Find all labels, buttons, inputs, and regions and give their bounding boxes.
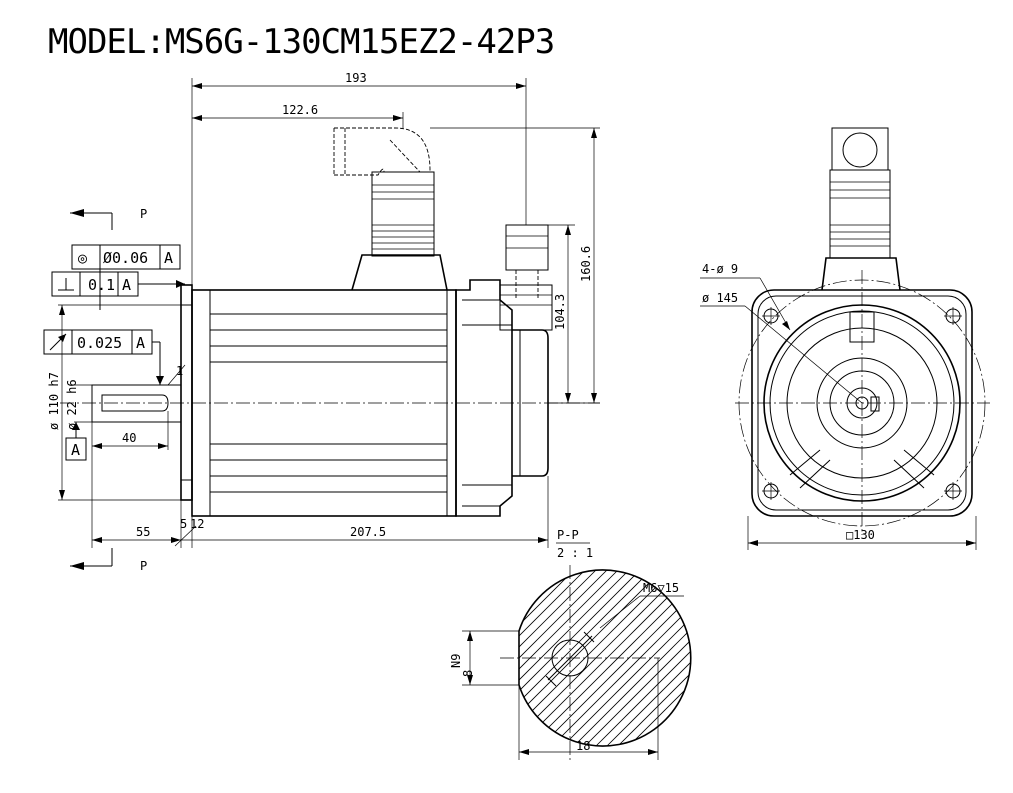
dim-overall-length: 193 [345, 71, 367, 85]
front-view: 4-ø 9 ø 145 □130 [700, 127, 990, 550]
hatch-line [164, 560, 364, 760]
dim-flange-thickness: 12 [190, 517, 204, 531]
power-connector [371, 171, 435, 257]
section-view: P-P 2 : 1 N9 8 18 M6▽15 [120, 528, 914, 760]
section-mark-bottom: P [140, 559, 147, 573]
hatch-line [603, 570, 691, 746]
hatch-line [186, 560, 386, 760]
hatch-line [153, 560, 353, 760]
hatch-line [592, 570, 691, 746]
dim-bolt-holes: 4-ø 9 [702, 262, 738, 276]
section-marks: P P [70, 207, 147, 573]
hatch-line [570, 570, 691, 746]
hatch-line [519, 570, 574, 746]
hatch-line [274, 560, 474, 760]
dim-key-height: 8 [461, 670, 475, 677]
hatch-line [559, 570, 691, 746]
hatch-line [669, 570, 691, 746]
tolerance-frames: ◎ Ø0.06 A 0.1 A 0.025 A A [43, 244, 185, 461]
hatch-line [519, 570, 629, 746]
hatch-line [519, 570, 640, 746]
section-mark-top: P [140, 207, 147, 221]
front-connector-base [821, 257, 901, 291]
hatch-line [537, 570, 691, 746]
dim-section-width: 18 [576, 739, 590, 753]
runout-value: 0.025 [77, 334, 122, 352]
hatch-line [519, 570, 541, 746]
dim-connector-offset: 122.6 [282, 103, 318, 117]
front-connector [829, 169, 891, 259]
flange-plate [180, 284, 193, 501]
hatch-line [307, 560, 507, 760]
hatch-line [142, 560, 342, 760]
hatch-line [230, 560, 430, 760]
dim-flange-offset: 5 [180, 517, 187, 531]
hatch-line [519, 570, 662, 746]
connector-elbow [334, 127, 431, 172]
dim-key-length: 40 [122, 431, 136, 445]
power-connector-base [351, 254, 448, 291]
concentricity-datum: A [164, 249, 173, 267]
hatch-line [519, 570, 596, 746]
hatch-line [131, 560, 331, 760]
hatch-line [714, 560, 914, 760]
hatch-line [252, 560, 452, 760]
concentricity-symbol: ◎ [78, 249, 87, 267]
model-title: MODEL:MS6G-130CM15EZ2-42P3 [48, 22, 555, 62]
hatch-line [219, 560, 419, 760]
hatch-line [519, 570, 585, 746]
runout-datum: A [136, 334, 145, 352]
hatch-line [548, 570, 691, 746]
hatch-line [197, 560, 397, 760]
hatch-line [263, 560, 463, 760]
shaft-key [101, 394, 169, 412]
hatch-line [614, 570, 691, 746]
section-title: P-P [557, 528, 579, 542]
section-scale: 2 : 1 [557, 546, 593, 560]
dim-bolt-circle: ø 145 [702, 291, 738, 305]
dim-height-power: 104.3 [553, 294, 567, 330]
hatch-line [692, 560, 892, 760]
dim-shaft-diameter: ø 22 h6 [65, 379, 79, 430]
hatch-line [208, 560, 408, 760]
hatch-line [519, 570, 530, 746]
side-view [60, 127, 600, 517]
hatch-line [526, 570, 691, 746]
hatch-line [519, 570, 618, 746]
hatch-line [318, 560, 518, 760]
dim-flange-square: □130 [846, 528, 875, 542]
perpendicularity-datum: A [122, 276, 131, 294]
encoder-connector [505, 224, 549, 271]
dim-key-depth: N9 [449, 654, 463, 668]
datum-label: A [71, 441, 80, 459]
side-dimensions: 193 122.6 160.6 104.3 ø 110 h7 ø 22 h6 [47, 71, 600, 548]
dim-thread-spec: M6▽15 [643, 581, 679, 595]
dim-body-length: 207.5 [350, 525, 386, 539]
hatch-line [680, 570, 691, 746]
dim-height-encoder: 160.6 [579, 246, 593, 282]
concentricity-frame [71, 244, 181, 270]
hatch-line [519, 570, 673, 746]
shaft [91, 384, 182, 423]
encoder-housing [455, 279, 513, 517]
hatch-line [175, 560, 375, 760]
hatch-line [120, 560, 320, 760]
dim-chamfer: 1 [176, 364, 183, 378]
section-hatch [120, 560, 914, 760]
hatch-line [241, 560, 441, 760]
perpendicularity-value: 0.1 [88, 276, 115, 294]
hatch-line [658, 570, 691, 746]
hatch-line [519, 570, 684, 746]
hatch-line [703, 560, 903, 760]
hatch-line [519, 570, 607, 746]
dim-shaft-length: 55 [136, 525, 150, 539]
shaft-section [518, 569, 692, 747]
hatch-line [519, 570, 651, 746]
hatch-line [296, 560, 496, 760]
concentricity-value: Ø0.06 [103, 249, 148, 267]
dim-pilot-diameter: ø 110 h7 [47, 372, 61, 430]
hatch-line [581, 570, 691, 746]
